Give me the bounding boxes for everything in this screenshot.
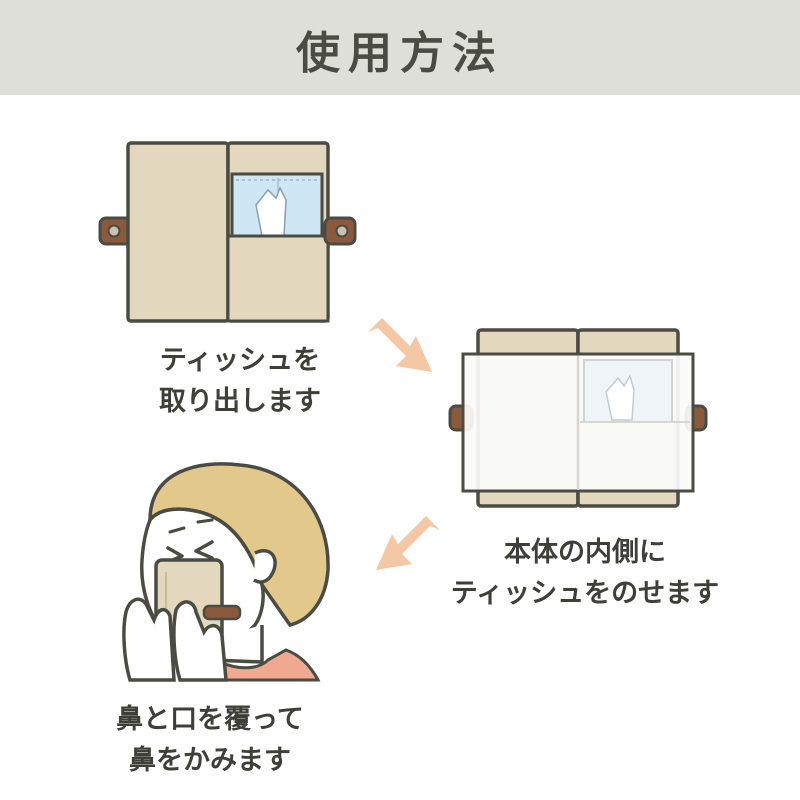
case-pocket — [226, 234, 330, 323]
step-1-line-2: 取り出します — [159, 385, 321, 417]
step-3-caption: 鼻と口を覆って 鼻をかみます — [60, 700, 360, 781]
header-bar: 使用方法 — [0, 0, 800, 95]
step-2-line-2: ティッシュをのせます — [450, 577, 720, 609]
step-2-caption: 本体の内側に ティッシュをのせます — [410, 533, 760, 614]
clear-sheet — [461, 352, 695, 493]
page-title: 使用方法 — [296, 27, 504, 79]
step-3-line-1: 鼻と口を覆って — [116, 704, 304, 735]
step-2-line-1: 本体の内側に — [504, 537, 666, 568]
tissue-window — [230, 172, 324, 240]
ear — [253, 549, 277, 584]
left-hand — [122, 597, 176, 682]
step-3-line-2: 鼻をかみます — [129, 744, 291, 776]
step-1-line-1: ティッシュを — [159, 345, 321, 376]
right-tab — [323, 216, 357, 246]
step-1-caption: ティッシュを 取り出します — [90, 341, 390, 422]
right-hand — [172, 600, 228, 682]
